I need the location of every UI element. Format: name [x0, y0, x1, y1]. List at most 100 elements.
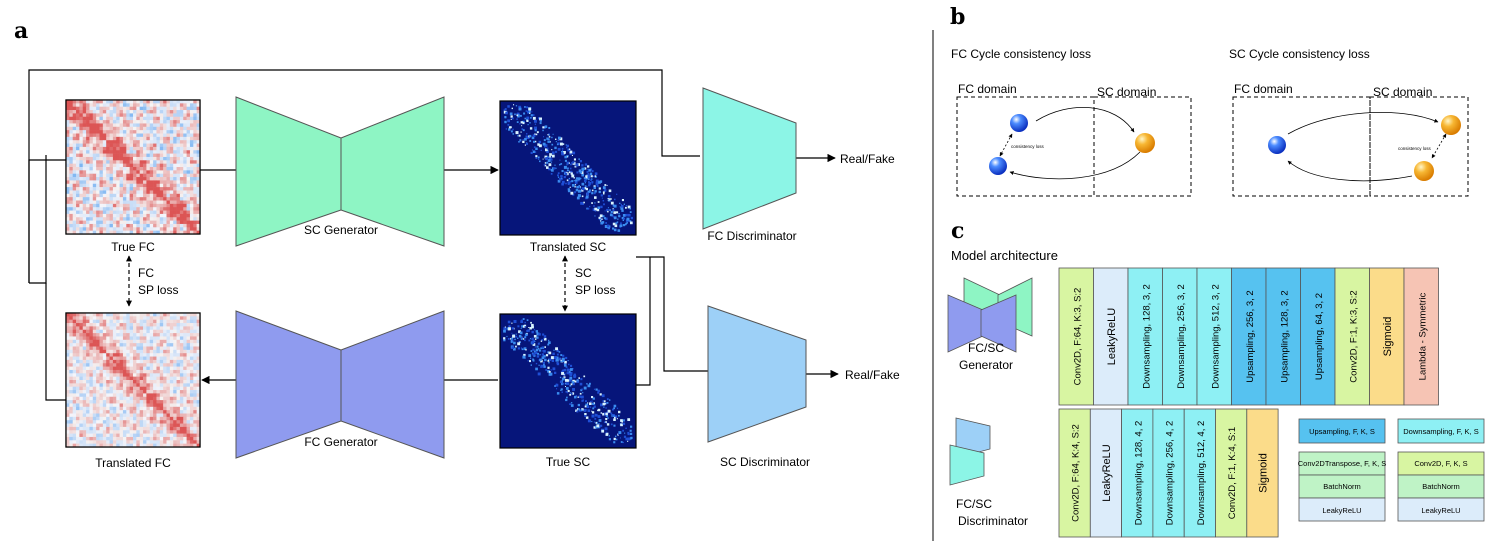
matrix-cell [522, 129, 525, 132]
matrix-cell [149, 423, 154, 428]
matrix-cell [82, 349, 87, 354]
matrix-cell [79, 146, 84, 151]
matrix-cell [79, 423, 84, 428]
matrix-cell [133, 220, 137, 225]
matrix-cell [179, 440, 184, 444]
matrix-cell [66, 203, 70, 208]
matrix-cell [82, 153, 87, 158]
matrix-cell [559, 178, 562, 181]
matrix-cell [566, 396, 568, 399]
matrix-cell [126, 170, 130, 174]
matrix-cell [102, 153, 107, 158]
matrix-cell [66, 113, 70, 118]
matrix-cell [119, 326, 124, 331]
matrix-cell [149, 323, 154, 327]
matrix-cell [92, 170, 97, 174]
matrix-cell [579, 187, 581, 189]
matrix-cell [119, 197, 124, 201]
matrix-cell [183, 323, 187, 327]
matrix-cell [72, 400, 77, 404]
matrix-cell [159, 316, 164, 320]
matrix-cell [504, 116, 507, 119]
matrix-cell [133, 100, 137, 104]
matrix-cell [116, 177, 120, 181]
matrix-cell [535, 348, 539, 352]
matrix-cell [163, 190, 167, 195]
matrix-cell [613, 424, 616, 427]
matrix-cell [76, 326, 80, 331]
matrix-cell [179, 170, 184, 174]
matrix-cell [196, 230, 201, 235]
matrix-cell [561, 372, 564, 375]
matrix-cell [542, 129, 544, 132]
matrix-cell [193, 369, 197, 374]
matrix-cell [543, 335, 547, 338]
matrix-cell [119, 167, 124, 171]
matrix-cell [513, 347, 516, 351]
matrix-cell [76, 217, 80, 221]
matrix-cell [129, 153, 134, 158]
matrix-cell [79, 197, 84, 201]
matrix-cell [126, 183, 130, 188]
matrix-cell [66, 116, 70, 121]
matrix-cell [583, 375, 586, 378]
matrix-cell [176, 173, 181, 178]
matrix-cell [153, 213, 157, 218]
matrix-cell [89, 153, 94, 158]
matrix-cell [589, 406, 592, 408]
matrix-cell [512, 133, 514, 135]
matrix-cell [146, 339, 151, 344]
matrix-cell [96, 140, 100, 144]
matrix-cell [122, 369, 127, 374]
matrix-cell [79, 200, 84, 205]
matrix-cell [72, 223, 77, 228]
matrix-cell [86, 390, 90, 394]
matrix-cell [96, 183, 100, 188]
matrix-cell [189, 316, 194, 320]
matrix-cell [99, 156, 104, 161]
matrix-cell [189, 430, 194, 434]
matrix-cell [126, 416, 130, 421]
matrix-cell [545, 354, 549, 357]
matrix-cell [112, 403, 117, 408]
matrix-cell [586, 170, 589, 173]
matrix-cell [189, 130, 194, 134]
matrix-cell [143, 207, 147, 211]
matrix-cell [176, 383, 181, 387]
matrix-cell [133, 207, 137, 211]
matrix-cell [139, 319, 144, 324]
matrix-cell [106, 170, 110, 174]
matrix-cell [72, 343, 77, 347]
matrix-cell [82, 207, 87, 211]
matrix-cell [156, 393, 161, 398]
matrix-cell [196, 406, 201, 411]
matrix-cell [116, 146, 120, 151]
matrix-cell [116, 223, 120, 228]
matrix-cell [166, 190, 171, 195]
matrix-cell [189, 359, 194, 364]
matrix-cell [581, 182, 585, 186]
matrix-cell [193, 143, 197, 148]
matrix-cell [179, 116, 184, 121]
matrix-cell [136, 369, 140, 374]
matrix-cell [109, 160, 114, 164]
matrix-cell [179, 396, 184, 401]
matrix-cell [166, 227, 171, 231]
matrix-cell [72, 203, 77, 208]
matrix-cell [163, 406, 167, 411]
matrix-cell [89, 339, 94, 344]
matrix-cell [186, 200, 191, 205]
matrix-cell [146, 217, 151, 221]
matrix-cell [544, 155, 548, 159]
matrix-cell [126, 163, 130, 168]
downsampling-legend-row-2: LeakyReLU [1421, 506, 1460, 515]
matrix-cell [564, 364, 567, 367]
matrix-cell [109, 223, 114, 228]
matrix-cell [176, 190, 181, 195]
matrix-cell [156, 173, 161, 178]
matrix-cell [605, 433, 609, 436]
matrix-cell [112, 443, 117, 448]
matrix-cell [82, 386, 87, 391]
matrix-cell [179, 120, 184, 124]
matrix-cell [508, 325, 511, 328]
